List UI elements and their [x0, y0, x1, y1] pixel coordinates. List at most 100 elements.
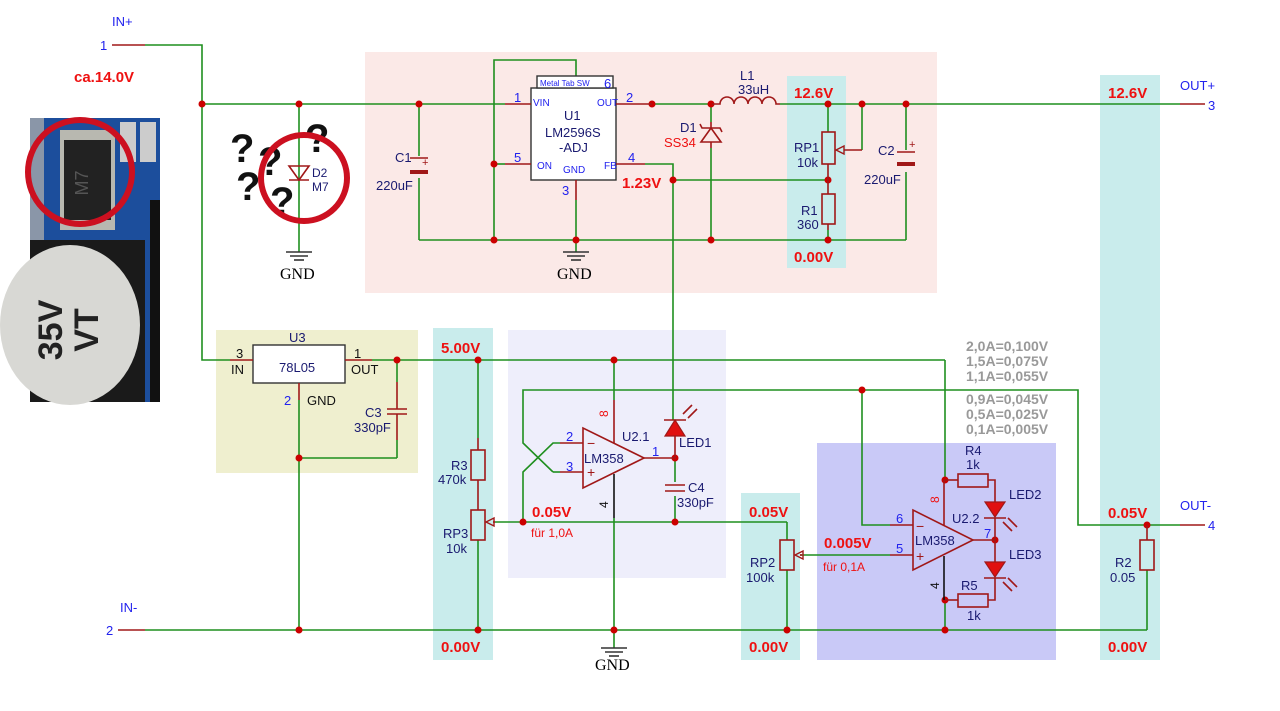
table-row: 0,1A=0,005V	[966, 421, 1049, 437]
r2-name: R2	[1115, 555, 1132, 570]
led3	[983, 561, 1018, 592]
reference-region	[508, 330, 726, 578]
potentiometer-rp3	[470, 509, 495, 541]
u21-pin-plus: 3	[566, 459, 573, 474]
question-mark: ?	[236, 165, 260, 209]
l1-name: L1	[740, 68, 754, 83]
u3-out-label: OUT	[351, 362, 379, 377]
schottky-diode-d1	[699, 122, 723, 148]
in-plus-pin: 1	[100, 38, 107, 53]
r1-name: R1	[801, 203, 818, 218]
capacitor-c3	[387, 382, 407, 440]
u1-on-label: ON	[537, 161, 552, 172]
in-minus-pin: 2	[106, 623, 113, 638]
led1-name: LED1	[679, 435, 712, 450]
u3-gnd-label: GND	[307, 393, 336, 408]
ref-top-voltage: 5.00V	[441, 340, 480, 357]
in-minus-label: IN-	[120, 600, 137, 615]
rp3-name: RP3	[443, 526, 468, 541]
u1-part2: -ADJ	[559, 140, 588, 155]
rp1-value: 10k	[797, 155, 818, 170]
in-plus-label: IN+	[112, 14, 133, 29]
r3-name: R3	[451, 458, 468, 473]
r5-name: R5	[961, 578, 978, 593]
r2-value: 0.05	[1110, 570, 1135, 585]
potentiometer-rp1	[821, 131, 862, 180]
capacitor-c1: +	[410, 157, 428, 174]
u21-part: LM358	[584, 451, 624, 466]
regulator-u3	[230, 344, 372, 400]
u1-part1: LM2596S	[545, 125, 601, 140]
resistor-r1	[821, 180, 836, 230]
u1-pin-on: 5	[514, 150, 521, 165]
probe-column-output	[1100, 75, 1160, 660]
rp2-name: RP2	[750, 555, 775, 570]
ground-symbol	[286, 251, 627, 657]
u3-part: 78L05	[279, 360, 315, 375]
u21-pin-gnd: 4	[597, 501, 611, 508]
c4-name: C4	[688, 480, 705, 495]
c3-name: C3	[365, 405, 382, 420]
c1-value: 220uF	[376, 178, 413, 193]
c3-value: 330pF	[354, 420, 391, 435]
u22-pin-out: 7	[984, 526, 991, 541]
u1-pin-tab: 6	[604, 76, 611, 91]
table-row: 0,5A=0,025V	[966, 406, 1049, 422]
capacitor-c4	[665, 484, 685, 492]
l1-value: 33uH	[738, 82, 769, 97]
current-voltage-table: 2,0A=0,100V 1,5A=0,075V 1,1A=0,055V 0,9A…	[966, 338, 1049, 437]
probe-column-ref	[433, 328, 493, 660]
u3-name: U3	[289, 330, 306, 345]
output-mid-voltage: 0.05V	[1108, 505, 1147, 522]
c2-name: C2	[878, 143, 895, 158]
table-row: 2,0A=0,100V	[966, 338, 1049, 354]
wires	[145, 44, 1180, 648]
rp3-value: 10k	[446, 541, 467, 556]
c1-name: C1	[395, 150, 412, 165]
u21-pin-minus: 2	[566, 429, 573, 444]
setpoint-note-01a: für 0,1A	[823, 560, 865, 574]
out-minus-pin: 4	[1208, 518, 1215, 533]
resistor-r4	[945, 473, 996, 502]
highlight-circle-photo	[25, 117, 135, 227]
setpoint-note-1a: für 1,0A	[531, 526, 573, 540]
u22-minus-sign: −	[916, 518, 924, 534]
setpoint-voltage-01a: 0.005V	[824, 535, 872, 552]
u22-pin-gnd: 4	[928, 582, 942, 589]
u1-tab-label: Metal Tab SW	[540, 79, 590, 88]
shunt-resistor-r2	[1139, 525, 1155, 571]
u1-pin-fb: 4	[628, 150, 635, 165]
led2-name: LED2	[1009, 487, 1042, 502]
u1-vin-label: VIN	[533, 98, 550, 109]
comparator-region	[817, 443, 1056, 660]
setpoint-voltage-1a: 0.05V	[532, 504, 571, 521]
led3-name: LED3	[1009, 547, 1042, 562]
rp1-name: RP1	[794, 140, 819, 155]
u22-pin-vcc: 8	[928, 496, 942, 503]
fb-voltage: 1.23V	[622, 175, 661, 192]
c2-value: 220uF	[864, 172, 901, 187]
junction-dots	[198, 100, 1151, 634]
u21-pin-out: 1	[652, 444, 659, 459]
svg-text:+: +	[422, 157, 428, 169]
u21-pin-vcc: 8	[597, 410, 611, 417]
resistor-r5	[945, 578, 996, 608]
r5-value: 1k	[967, 608, 981, 623]
resistor-r3	[470, 438, 486, 510]
rp2-value: 100k	[746, 570, 775, 585]
capacitor-c2: +	[897, 139, 915, 166]
svg-text:VT: VT	[68, 308, 106, 352]
probe-column-rp1	[787, 76, 846, 268]
svg-text:35V: 35V	[32, 299, 70, 360]
u21-minus-sign: −	[587, 435, 595, 451]
out-plus-label: OUT+	[1180, 78, 1215, 93]
pcb-photo: M7 35V VT	[0, 117, 160, 405]
out-minus-label: OUT-	[1180, 498, 1211, 513]
rp2-bottom-voltage: 0.00V	[749, 639, 788, 656]
d2-name: D2	[312, 166, 328, 180]
table-row: 1,5A=0,075V	[966, 353, 1049, 369]
u22-name: U2.2	[952, 511, 979, 526]
svg-text:+: +	[909, 139, 915, 151]
u21-name: U2.1	[622, 429, 649, 444]
